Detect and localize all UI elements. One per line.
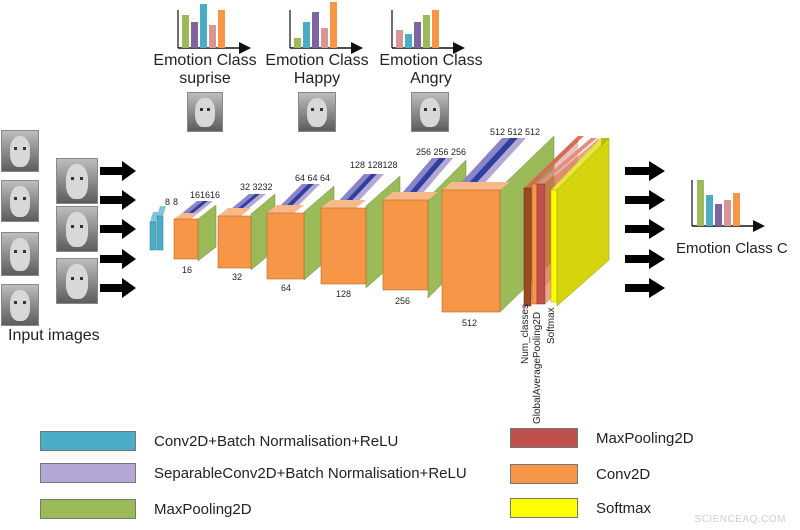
- size-label: 8: [173, 197, 179, 207]
- bar-chart-output: [691, 180, 765, 232]
- size-label: 128: [336, 289, 352, 299]
- gap-layer: [536, 183, 546, 305]
- legend-item-conv-bn-relu: Conv2D+Batch Normalisation+ReLU: [40, 431, 398, 451]
- legend-swatch: [510, 464, 578, 484]
- size-label: 8: [165, 197, 171, 207]
- input-face-4: [1, 284, 39, 326]
- legend-item-conv2d: Conv2D: [510, 464, 650, 484]
- size-label: 512: [462, 318, 478, 328]
- block-32: [217, 193, 276, 271]
- final-layers: [523, 136, 610, 307]
- size-label: 161616: [190, 190, 221, 200]
- face-image-happy: [298, 92, 336, 132]
- legend-label: SeparableConv2D+Batch Normalisation+ReLU: [154, 464, 467, 482]
- input-face-6: [56, 206, 98, 252]
- legend-item-maxpooling-red: MaxPooling2D: [510, 428, 694, 448]
- legend-swatch: [40, 499, 136, 519]
- gap-label: GlobalAveragePooling2D: [532, 311, 543, 424]
- num-classes-layer: [523, 187, 532, 307]
- size-label: 256 256 256: [416, 147, 467, 157]
- softmax-label: Softmax: [546, 307, 557, 344]
- bar-chart-surprise: [177, 4, 251, 54]
- input-face-7: [56, 258, 98, 304]
- bar-chart-angry: [391, 10, 465, 54]
- legend-label: MaxPooling2D: [596, 429, 694, 447]
- bar-chart-happy: [289, 2, 363, 54]
- face-image-surprise: [187, 92, 223, 132]
- input-face-3: [1, 232, 39, 276]
- legend-item-softmax: Softmax: [510, 498, 651, 518]
- legend-label: Conv2D: [596, 465, 651, 483]
- legend-label: MaxPooling2D: [154, 500, 252, 518]
- output-arrows: [625, 161, 665, 298]
- size-label: 256: [395, 296, 411, 306]
- size-label: 16: [182, 265, 193, 275]
- size-label: 64 64 64: [295, 173, 331, 183]
- conv-bn-relu-block: [149, 206, 166, 251]
- face-image-angry: [411, 92, 449, 132]
- legend-item-separable-conv: SeparableConv2D+Batch Normalisation+ReLU: [40, 463, 467, 483]
- input-images-label: Input images: [8, 327, 100, 344]
- legend-swatch: [510, 498, 578, 518]
- block-16: [173, 201, 217, 262]
- size-label: 64: [281, 283, 292, 293]
- input-face-5: [56, 158, 98, 204]
- size-label: 512 512 512: [490, 127, 541, 137]
- legend-swatch: [510, 428, 578, 448]
- size-label: 128 128128: [350, 160, 398, 170]
- legend-swatch: [40, 431, 136, 451]
- legend-swatch: [40, 463, 136, 483]
- softmax-layer: [550, 189, 558, 303]
- input-face-2: [1, 180, 39, 222]
- legend-label: Softmax: [596, 499, 652, 517]
- legend-label: Conv2D+Batch Normalisation+ReLU: [154, 432, 399, 450]
- watermark: SCIENCEAQ.COM: [694, 514, 786, 525]
- input-face-1: [1, 130, 39, 172]
- output-class-label: Emotion Class C: [676, 240, 788, 257]
- size-label: 32: [232, 272, 243, 282]
- legend-item-maxpooling-green: MaxPooling2D: [40, 499, 252, 519]
- input-arrows: [100, 161, 136, 298]
- num-classes-label: Num_classes: [520, 303, 531, 364]
- size-label: 32 3232: [240, 182, 273, 192]
